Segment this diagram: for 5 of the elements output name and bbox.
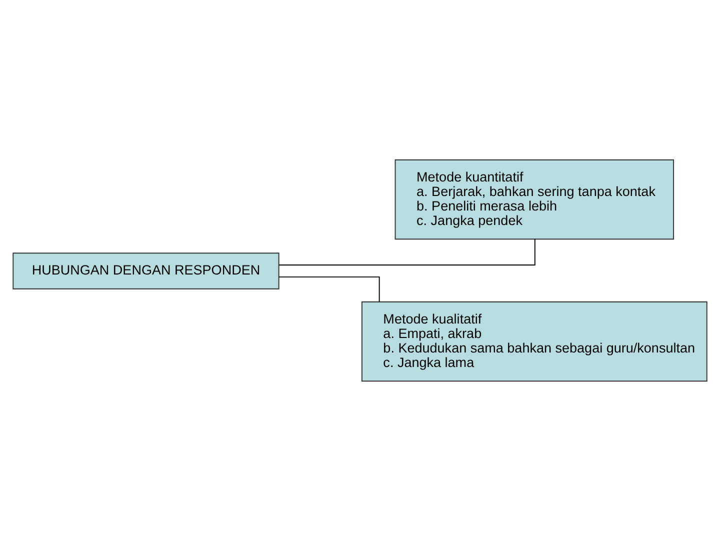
connector (278, 238, 536, 265)
node-box: Metode kuantitatif a. Berjarak, bahkan sering tanpa kontak b. Peneliti merasa lebih c. Jangka pendek (394, 158, 674, 240)
node-box: HUBUNGAN DENGAN RESPONDEN (12, 252, 280, 289)
connector (278, 276, 380, 302)
node-box: Metode kualitatif a. Empati, akrab b. Kedudukan sama bahkan sebagai guru/konsultan c. Jangka lama (361, 300, 708, 382)
